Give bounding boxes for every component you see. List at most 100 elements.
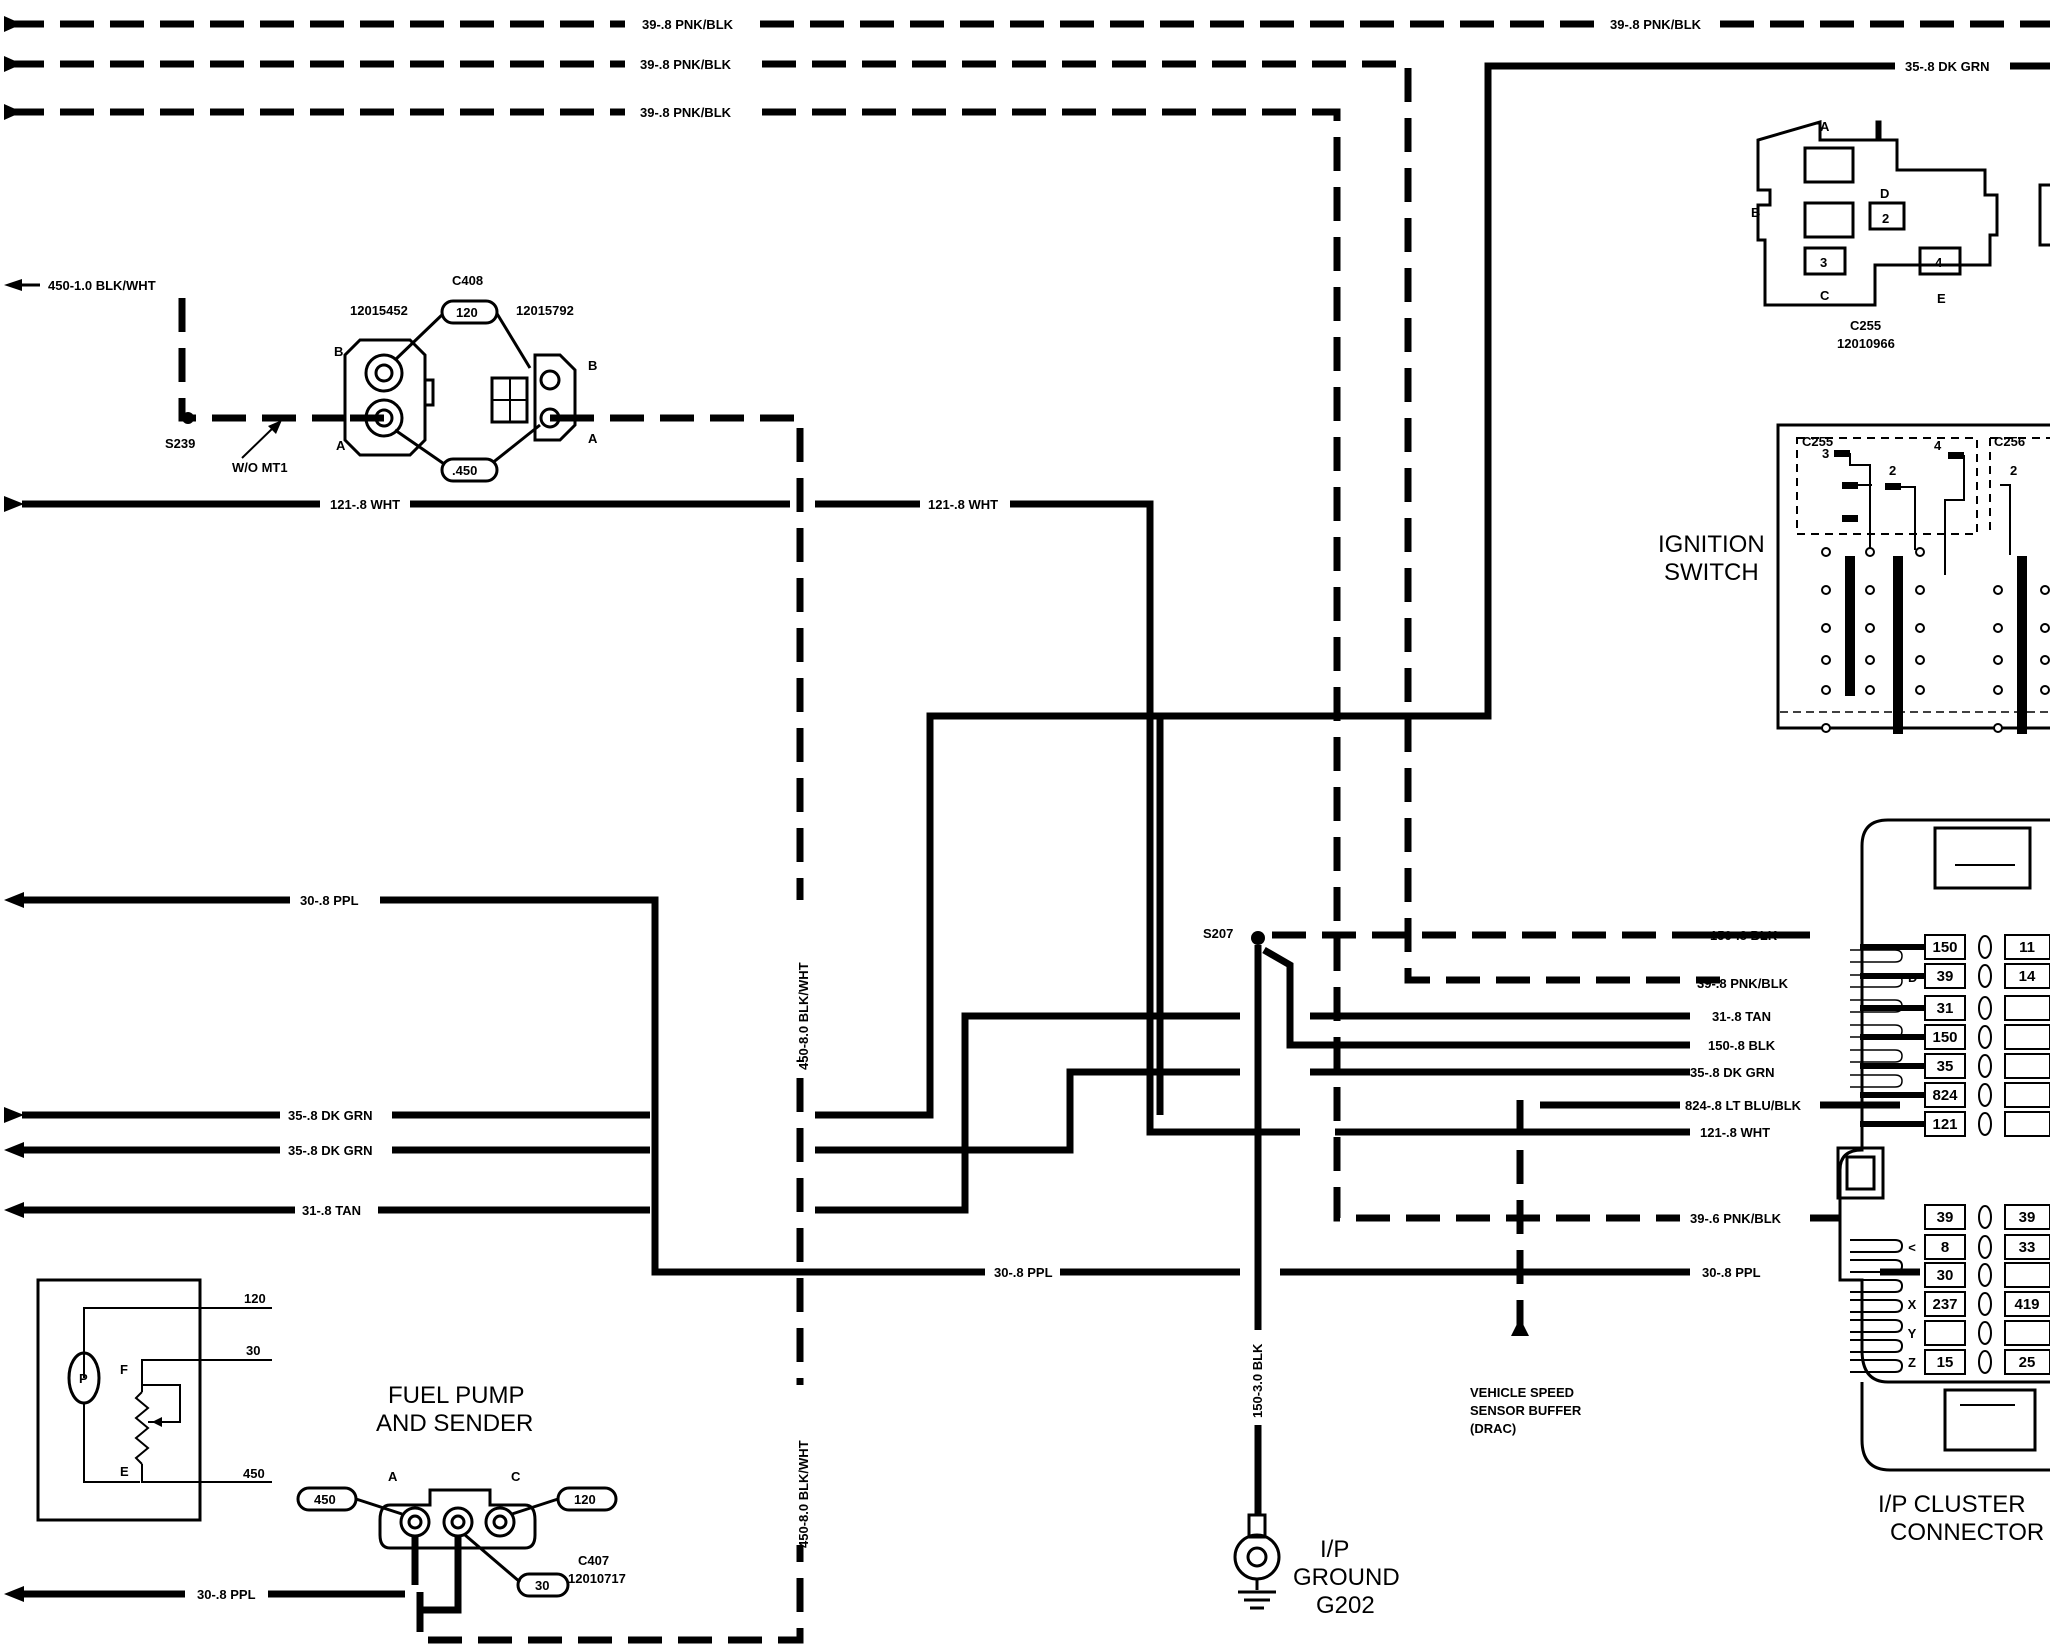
wire-121-wht: 121-.8 WHT 121-.8 WHT [4,496,1690,1136]
wire-39-pnk-blk-3 [762,108,1680,1222]
wire-dk-grn-top [1156,62,1895,1115]
c255-pin-a: A [1820,119,1830,134]
label-s239: S239 [165,436,195,451]
label-top2: 39-.8 PNK/BLK [640,57,732,72]
cluster-pin-lower-left: 8 [1941,1239,1949,1256]
label-dk-grn-b: 35-.8 DK GRN [288,1143,373,1158]
c255-connector: A B C D E 2 3 4 C255 12010966 [1751,119,2050,351]
cluster-cell-lower-left [1924,1291,1966,1317]
arrow-left-2 [4,56,22,72]
cluster-row-letter: X [1908,1297,1917,1312]
label-450-left: 450-1.0 BLK/WHT [48,278,156,293]
blk-wht-vertical-labels: 450-8.0 BLK/WHT 450-8.0 BLK/WHT [790,900,811,1548]
ignition-clip-4 [1885,483,1901,490]
cluster-pin-upper-left: 31 [1937,1000,1954,1017]
c407-tag-450-line [355,1497,403,1516]
ground-label-3: G202 [1316,1592,1375,1619]
c408-tag-line-2 [494,311,532,369]
cluster-fin [1850,1359,1904,1373]
cluster-side-tab-inner [1845,1155,1876,1191]
vss-arrowhead [1511,1318,1529,1336]
cluster-oval [1978,1083,1992,1107]
c407-cavity-b-pin [450,1514,466,1530]
cluster-cell-upper-right [2004,1082,2050,1108]
ground-label-1: I/P [1320,1536,1349,1563]
cluster-pin-upper-left: 150 [1932,939,1957,956]
cluster-oval [1978,964,1992,988]
fp-wire-450 [141,1464,200,1483]
label-30-ppl-right: 30-.8 PPL [1702,1265,1761,1280]
wo-mt1-arrowhead [268,420,282,434]
wire-150-blk-b [1262,946,1690,1049]
cluster-fin [1850,1024,1903,1038]
label-121-wht-left: 121-.8 WHT [330,497,400,512]
label-top3: 39-.8 PNK/BLK [640,105,732,120]
c408-left-latch [423,378,435,407]
fp-tF: F [120,1362,128,1377]
ground-ring [1233,1533,1281,1581]
cluster-cell-lower-right [2004,1320,2050,1346]
ignition-clip-1 [1834,450,1850,457]
fp-resistor [134,1391,150,1465]
arrow-dk-grn-b [4,1142,24,1158]
wo-mt1-pointer [241,425,276,459]
c255-cell-4 [1918,246,1962,276]
cluster-fin [1850,999,1903,1013]
arrow-left-3 [4,104,22,120]
fuel-pump-frame [36,1278,202,1522]
wire-31-tan-route [815,1012,1240,1214]
fp-title-2: AND SENDER [376,1410,533,1437]
label-121-wht-right: 121-.8 WHT [1700,1125,1770,1140]
c408-tag-line-4 [485,423,541,470]
c408-name: C408 [452,273,483,288]
c407-part: 12010717 [568,1571,626,1586]
ignition-n4: 4 [1934,438,1942,453]
c408-tag-top [440,299,499,325]
label-top1: 39-.8 PNK/BLK [642,17,734,32]
label-150-3-blk: 150-3.0 BLK [1250,1343,1265,1418]
cluster-fins [1850,949,1904,1373]
fp-wiper [142,1384,181,1423]
cluster-pin-upper-left: 35 [1937,1058,1954,1075]
c408-tag-bottom-label: .450 [452,463,477,478]
c408-right-body [533,353,577,442]
fp-motor-label: P [79,1371,88,1386]
wire-450-blk-wht [178,298,350,422]
wire-450-right [416,414,804,1644]
cluster-row-letter: Y [1908,1326,1917,1341]
label-39-pnk-right: 39-.8 PNK/BLK [1697,976,1789,991]
c255-part: 12010966 [1837,336,1895,351]
c407-tag-30-line [464,1533,521,1584]
c407-tag-30 [516,1572,570,1598]
splice-s239 [182,412,194,424]
cluster-pin-upper-left: 39 [1937,968,1954,985]
cluster-cell-lower-left [1924,1320,1966,1346]
wire-30-ppl-bottom: 30-.8 PPL [4,1586,405,1602]
cluster-cell-lower-right [2004,1204,2050,1230]
wire-121-wht-right [1010,500,1300,1136]
blk-wht-label-gap-1 [790,900,810,1060]
c255-pin-b: B [1751,205,1760,220]
cluster-fin [1850,1279,1904,1293]
ground-circuit: S207 150-.8 BLK 150-.8 BLK 150-3.0 BLK I… [1203,926,1810,1619]
label-150-blk-b: 150-.8 BLK [1708,1038,1776,1053]
label-39-pnk-b: 39-.6 PNK/BLK [1690,1211,1782,1226]
cluster-cell-lower-right [2004,1262,2050,1288]
fuel-pump-schematic: P 120 30 450 F E FUEL PUMP AND SENDER [36,1278,533,1522]
ignition-c255-label: C255 [1802,434,1833,449]
cluster-cell-upper-left [1924,1082,1966,1108]
cluster-oval [1978,1205,1992,1229]
c255-cell-b [1803,201,1855,239]
cluster-side-tab [1836,1146,1885,1200]
vss-label-1: VEHICLE SPEED [1470,1385,1574,1400]
fp-tE: E [120,1464,129,1479]
arrow-121-wht [4,496,24,512]
c407-cavity-c-pin [492,1514,508,1530]
ignition-clip-5 [1948,452,1964,459]
label-wo-mt1: W/O MT1 [232,460,288,475]
cluster-wire-labels: 39-.8 PNK/BLK 824-.8 LT BLU/BLK 121-.8 W… [1470,976,1920,1436]
cluster-cell-upper-right [2004,934,2050,960]
c408-tag-bottom [440,457,499,483]
c407-pin-a: A [388,1469,398,1484]
cluster-label-1: I/P CLUSTER [1878,1491,2026,1518]
